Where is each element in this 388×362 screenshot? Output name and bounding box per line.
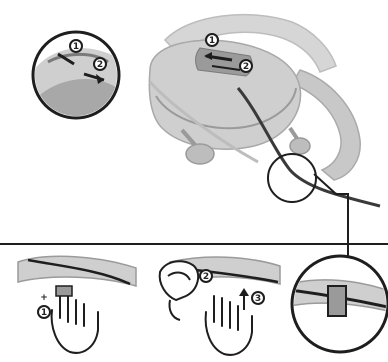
magnifier-icon <box>290 256 388 352</box>
step-1-callout-label: 1 <box>41 308 47 318</box>
step-2-callout-label: 2 <box>203 272 209 282</box>
inset-callout-2-label: 2 <box>97 60 103 70</box>
hand-icon <box>52 286 98 353</box>
headset-callout-2-label: 2 <box>243 62 249 72</box>
step-2-illustration: 2 3 <box>160 257 280 355</box>
step-3-callout-label: 3 <box>255 294 261 304</box>
inset-callout-1-label: 1 <box>73 42 79 52</box>
step-1-plus-label: + <box>40 293 48 303</box>
inset-zoom-circle: 1 2 <box>33 32 120 120</box>
bottom-panel: + 1 2 3 <box>18 256 388 355</box>
hand-icon <box>206 296 252 355</box>
cable-clip-icon <box>160 261 198 320</box>
step-1-illustration: + 1 <box>18 256 136 353</box>
headset-callout-1-label: 1 <box>209 36 215 46</box>
top-panel: 1 2 1 2 <box>33 15 380 256</box>
headset-icon <box>149 15 360 180</box>
